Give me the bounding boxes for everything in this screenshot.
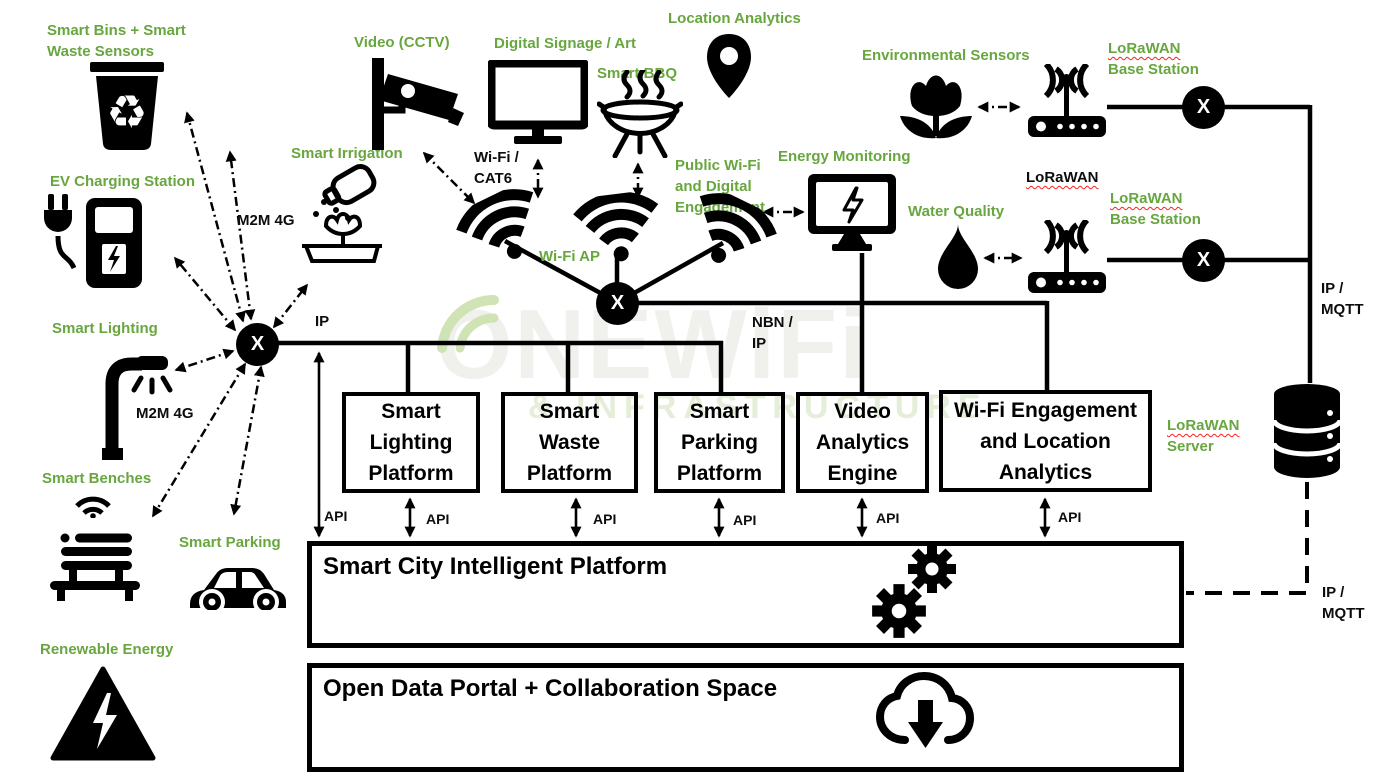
label-renewable-energy: Renewable Energy — [40, 641, 174, 658]
smart-bench-icon — [48, 531, 142, 601]
gears-icon — [870, 542, 966, 642]
cloud-download-icon — [872, 670, 978, 752]
lorawan-router-icon-2 — [1026, 220, 1108, 294]
box-smart-city-platform: Smart City Intelligent Platform — [307, 541, 1184, 648]
lorawan-router-icon-1 — [1026, 64, 1108, 138]
label-api-4: API — [733, 512, 757, 528]
label-lorawan: LoRaWAN — [1026, 169, 1099, 186]
box-smart-waste-platform: Smart Waste Platform — [501, 392, 638, 493]
car-icon — [186, 552, 290, 610]
label-lorawan-base-station-2: LoRaWAN Base Station — [1110, 190, 1201, 228]
box-open-data-portal: Open Data Portal + Collaboration Space — [307, 663, 1184, 772]
label-environmental-sensors: Environmental Sensors — [862, 47, 1030, 64]
label-lorawan-base-station-1: LoRaWAN Base Station — [1108, 40, 1199, 78]
label-api-1: API — [324, 508, 348, 524]
box-video-analytics-engine: Video Analytics Engine — [796, 392, 929, 493]
smart-city-platform-title: Smart City Intelligent Platform — [323, 553, 668, 580]
label-ip-mqtt-top: IP / MQTT — [1321, 280, 1364, 318]
box-wifi-engagement: Wi-Fi Engagement and Location Analytics — [939, 390, 1152, 492]
x-node-top-right: X — [1182, 86, 1225, 129]
energy-monitor-icon — [806, 172, 898, 254]
location-pin-icon — [705, 34, 753, 118]
box-smart-lighting-platform: Smart Lighting Platform — [342, 392, 480, 493]
renewable-energy-icon — [50, 666, 156, 762]
label-wifi-cat6: Wi-Fi / CAT6 — [474, 149, 519, 187]
label-api-3: API — [593, 511, 617, 527]
street-lamp-icon — [80, 348, 180, 460]
wifi-ap-icon-1 — [449, 178, 558, 278]
label-video-cctv: Video (CCTV) — [354, 34, 450, 51]
label-location-analytics: Location Analytics — [668, 10, 801, 27]
box-smart-parking-platform: Smart Parking Platform — [654, 392, 785, 493]
label-api-5: API — [876, 510, 900, 526]
smart-irrigation-icon — [290, 162, 385, 264]
x-node-mid-right: X — [1182, 239, 1225, 282]
label-ip-mqtt-bottom: IP / MQTT — [1322, 584, 1365, 622]
label-ev-charging: EV Charging Station — [50, 173, 196, 190]
label-m2m-4g-top: M2M 4G — [237, 212, 295, 229]
bbq-icon — [597, 70, 683, 158]
digital-signage-icon — [488, 60, 588, 150]
label-nbn-ip: NBN / IP — [752, 314, 793, 352]
tulip-flower-icon — [898, 72, 974, 146]
label-digital-signage: Digital Signage / Art — [494, 35, 636, 52]
cctv-camera-icon — [366, 58, 464, 150]
label-energy-monitoring: Energy Monitoring — [778, 148, 911, 165]
database-icon — [1272, 382, 1342, 480]
label-smart-lighting: Smart Lighting — [52, 320, 158, 337]
open-data-portal-title: Open Data Portal + Collaboration Space — [323, 675, 778, 702]
wifi-ap-icon-2 — [570, 189, 666, 267]
label-api-2: API — [426, 511, 450, 527]
svg-text:♻: ♻ — [106, 85, 147, 139]
x-node-center: X — [596, 282, 639, 325]
label-lorawan-server: LoRaWAN Server — [1167, 417, 1240, 455]
bench-wifi-icon — [72, 490, 114, 518]
label-smart-parking: Smart Parking — [179, 534, 281, 551]
label-api-6: API — [1058, 509, 1082, 525]
ev-charger-icon — [40, 192, 160, 294]
x-node-left: X — [236, 323, 279, 366]
water-drop-icon — [936, 224, 980, 290]
wifi-ap-icon-3 — [676, 182, 785, 282]
label-wifi-ap: Wi-Fi AP — [539, 248, 600, 265]
label-smart-benches: Smart Benches — [42, 470, 152, 487]
label-smart-bins: Smart Bins + Smart Waste Sensors — [47, 22, 186, 60]
label-public-wifi: Public Wi-Fi and Digital Engagement — [675, 157, 766, 216]
recycle-bin-icon: ♻ — [84, 58, 170, 152]
label-water-quality: Water Quality — [908, 203, 1005, 220]
label-ip: IP — [315, 313, 330, 330]
